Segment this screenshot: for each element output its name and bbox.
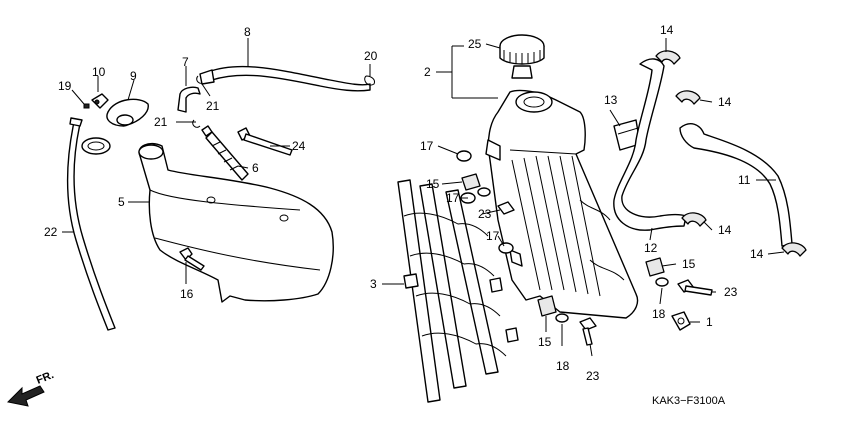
bolt-16	[179, 247, 205, 271]
direction-label: FR.	[35, 369, 56, 387]
front-direction-indicator: FR.	[6, 369, 56, 407]
callout-15c: 15	[538, 335, 552, 349]
callout-14d: 14	[750, 247, 764, 261]
callout-19: 19	[58, 79, 72, 93]
callout-24: 24	[292, 139, 306, 153]
callout-23b: 23	[724, 285, 738, 299]
callout-8: 8	[244, 25, 251, 39]
callout-22: 22	[44, 225, 58, 239]
callout-23a: 23	[478, 207, 492, 221]
callout-14c: 14	[718, 223, 732, 237]
hose-8	[199, 65, 371, 92]
bolt-23	[497, 201, 713, 346]
callout-17c: 17	[486, 229, 500, 243]
elbow-hose-7	[177, 86, 201, 113]
radiator-hose-12	[613, 58, 687, 231]
callout-10: 10	[92, 65, 106, 79]
callout-17a: 17	[420, 139, 434, 153]
leader-lines	[62, 38, 785, 357]
radiator-2	[485, 89, 639, 319]
bolt-24	[237, 127, 293, 156]
callout-7: 7	[182, 55, 189, 69]
callout-14b: 14	[718, 95, 732, 109]
reserve-cap-9	[81, 98, 149, 155]
callout-15b: 15	[682, 257, 696, 271]
clip-19	[83, 103, 90, 109]
callout-3: 3	[370, 277, 377, 291]
callout-18b: 18	[652, 307, 666, 321]
radiator-hose-11	[679, 123, 793, 247]
overflow-hose-22	[66, 117, 116, 331]
callout-14a: 14	[660, 23, 674, 37]
rubber-mount-15	[461, 173, 665, 317]
callout-1: 1	[706, 315, 713, 329]
radiator-cap-25	[499, 34, 545, 79]
callout-16: 16	[180, 287, 194, 301]
callout-21a: 21	[206, 99, 220, 113]
callout-11: 11	[738, 173, 751, 187]
callout-6: 6	[252, 161, 259, 175]
callout-21b: 21	[154, 115, 168, 129]
callout-17b: 17	[446, 191, 460, 205]
callout-12: 12	[644, 241, 658, 255]
washer-18	[477, 187, 669, 323]
callout-numbers: 22 19 10 9 5 16 7 21 21 8 20 6 24 3 2 25…	[44, 23, 764, 383]
fitting-10	[91, 93, 109, 109]
callout-5: 5	[118, 195, 125, 209]
callout-13: 13	[604, 93, 618, 107]
callout-15a: 15	[426, 177, 440, 191]
callout-20: 20	[364, 49, 378, 63]
hose-clamp-14	[655, 50, 807, 257]
radiator-guard-3	[397, 179, 519, 403]
callout-9: 9	[130, 69, 137, 83]
callout-23c: 23	[586, 369, 600, 383]
callout-2: 2	[424, 65, 431, 79]
clip-20	[364, 75, 375, 86]
callout-18a: 18	[556, 359, 570, 373]
callout-25: 25	[468, 37, 482, 51]
clamp-bracket-1	[671, 311, 691, 331]
breather-tube-6	[201, 125, 249, 181]
diagram-code: KAK3−F3100A	[652, 395, 726, 407]
front-arrow-icon	[6, 385, 45, 407]
